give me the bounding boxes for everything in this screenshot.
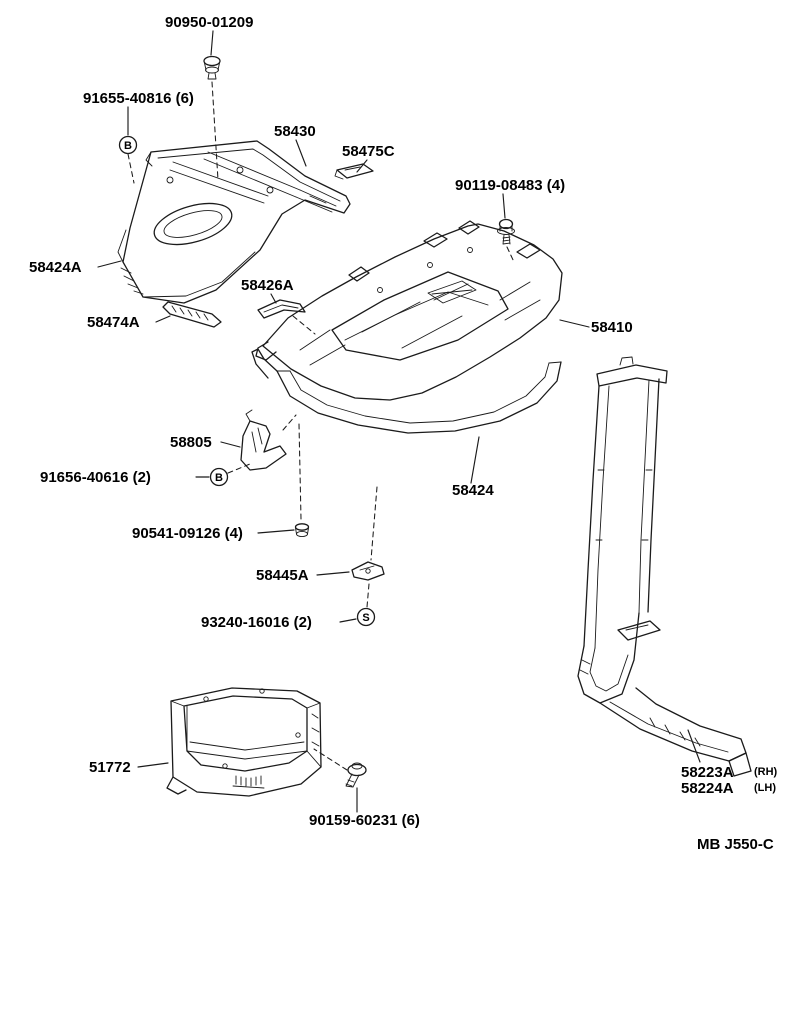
label-58224a: 58224A <box>681 780 734 797</box>
strip-58474a-drawing <box>162 301 222 328</box>
label-90159: 90159-60231 (6) <box>309 812 420 829</box>
floor-side-58424-drawing <box>251 348 562 434</box>
label-58475c: 58475C <box>342 143 395 160</box>
label-58224a-lh: (LH) <box>754 782 776 794</box>
label-58430: 58430 <box>274 123 316 140</box>
bracket-58445a-drawing <box>351 561 385 581</box>
callout-s-letter: S <box>362 612 369 624</box>
label-58426a: 58426A <box>241 277 294 294</box>
strip-58426a-drawing <box>257 299 306 319</box>
label-90541: 90541-09126 (4) <box>132 525 243 542</box>
seat-support-58430-drawing <box>117 140 351 304</box>
floor-pan-58410-drawing <box>255 220 563 401</box>
callout-b-lower-letter: B <box>215 472 223 484</box>
leader-lines <box>97 30 701 813</box>
step-panel-51772-drawing <box>166 687 322 797</box>
callout-b-lower: B <box>209 467 229 487</box>
label-58474a: 58474A <box>87 314 140 331</box>
callout-b-top: B <box>118 135 138 155</box>
label-58445a: 58445A <box>256 567 309 584</box>
label-58410: 58410 <box>591 319 633 336</box>
label-58424a: 58424A <box>29 259 82 276</box>
footer-code: MB J550-C <box>697 836 774 853</box>
label-93240: 93240-16016 (2) <box>201 614 312 631</box>
callout-s: S <box>356 607 376 627</box>
label-58424: 58424 <box>452 482 494 499</box>
label-58805: 58805 <box>170 434 212 451</box>
bolt-90119-drawing <box>497 218 515 245</box>
callout-b-top-letter: B <box>124 140 132 152</box>
bracket-58805-drawing <box>240 409 287 471</box>
part-labels: 90950-01209 91655-40816 (6) 58430 58475C… <box>29 14 778 829</box>
label-90119: 90119-08483 (4) <box>455 177 565 194</box>
label-58223a: 58223A <box>681 764 734 781</box>
clip-90950-drawing <box>203 55 221 80</box>
pillar-drawing <box>577 356 752 777</box>
label-91656: 91656-40616 (2) <box>40 469 151 486</box>
bracket-58475c-drawing <box>334 163 374 180</box>
label-51772: 51772 <box>89 759 131 776</box>
label-91655: 91655-40816 (6) <box>83 90 194 107</box>
label-58223a-rh: (RH) <box>754 766 778 778</box>
dashed-lines <box>127 81 515 771</box>
grommet-90541-drawing <box>294 523 310 538</box>
screw-90159-drawing <box>345 762 367 788</box>
label-90950: 90950-01209 <box>165 14 253 31</box>
